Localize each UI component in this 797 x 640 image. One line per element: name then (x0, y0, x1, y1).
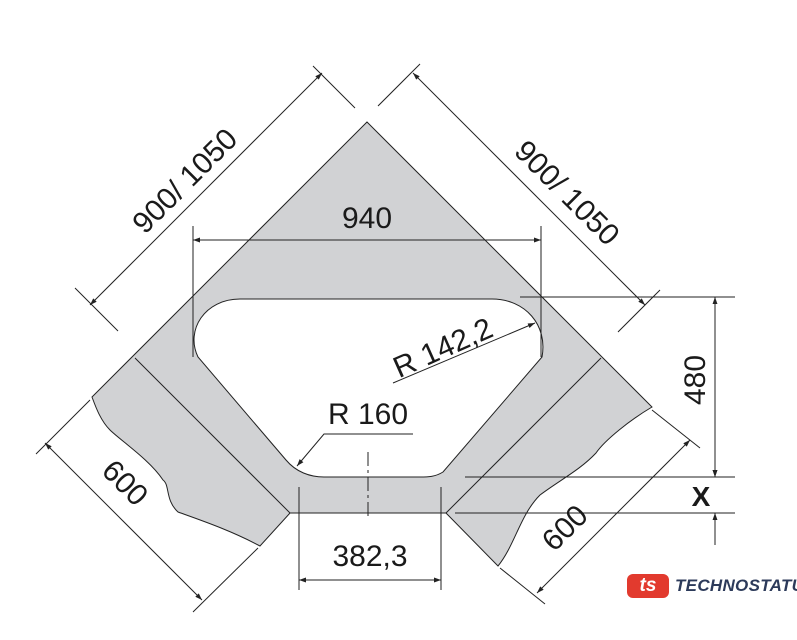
dim-inner-radius: R 160 (328, 398, 408, 431)
extension-line (35, 399, 91, 455)
dim-line-top-left (89, 72, 323, 306)
dim-top-left: 900/ 1050 (126, 122, 244, 240)
extension-line (192, 547, 259, 613)
technostatus-logo: ts TECHNOSTATUS (627, 574, 797, 598)
extension-line (377, 63, 421, 107)
dim-bowl-width: 940 (342, 202, 392, 235)
extension-line (651, 409, 701, 449)
dim-top-right: 900/ 1050 (508, 134, 626, 252)
dim-right-depth: 600 (536, 499, 595, 558)
left-drainer-line (134, 357, 291, 514)
extension-line (312, 65, 356, 109)
leader-r160 (296, 433, 413, 467)
dim-line-left-600 (44, 442, 203, 601)
dim-bowl-depth: 480 (679, 355, 712, 405)
bowl-opening (193, 298, 544, 478)
dim-bottom-width: 382,3 (332, 540, 407, 573)
extension-line (617, 289, 661, 333)
dim-left-depth: 600 (95, 454, 154, 513)
extension-line (74, 287, 119, 332)
logo-mark: ts (627, 574, 669, 598)
right-drainer-line (445, 357, 602, 514)
extension-line (499, 567, 546, 605)
dim-line-top-right (412, 72, 646, 306)
leader-r142 (392, 322, 536, 384)
logo-text: TECHNOSTATUS (675, 576, 797, 595)
dim-offset-x: X (692, 481, 711, 512)
dim-line-right-600 (536, 439, 691, 594)
